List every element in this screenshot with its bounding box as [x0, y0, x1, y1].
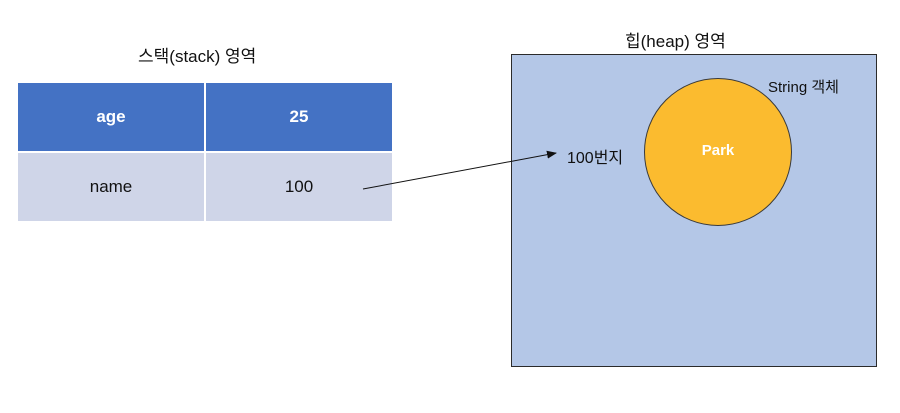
stack-key-age: age: [18, 83, 206, 153]
heap-area-title: 힙(heap) 영역: [625, 32, 726, 51]
reference-arrow-line: [362, 150, 557, 190]
heap-address-label: 100번지: [567, 150, 624, 167]
stack-area-title: 스택(stack) 영역: [138, 47, 257, 66]
string-object-label: String 객체: [768, 79, 839, 96]
stack-value-age: 25: [205, 83, 392, 153]
string-object-circle: Park: [644, 78, 792, 226]
stack-value-name: 100: [205, 152, 392, 221]
stack-key-name: name: [18, 152, 206, 221]
stack-row-name: name 100: [18, 152, 392, 221]
string-object-value: Park: [701, 141, 735, 159]
stack-table: age 25 name 100: [18, 83, 392, 221]
stack-row-age: age 25: [18, 83, 392, 153]
